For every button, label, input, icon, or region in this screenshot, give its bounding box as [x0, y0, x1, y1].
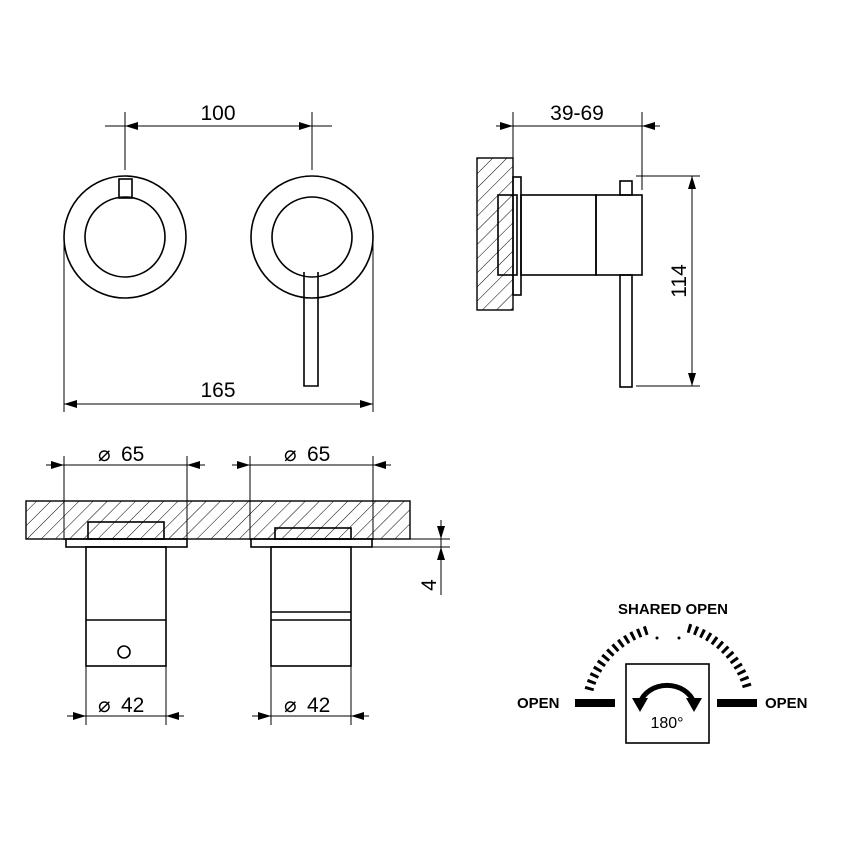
side-body [520, 194, 597, 276]
dim-side-depth: 39-69 [550, 102, 604, 125]
wall-plate [497, 194, 518, 276]
open-bar-right [717, 699, 757, 707]
arc-left [584, 625, 650, 692]
right-flange-section [250, 538, 373, 548]
section-view: ⌀ 65 ⌀ 65 4 ⌀ 42 ⌀ 42 [25, 443, 450, 725]
side-stem [619, 180, 633, 196]
wall-section [476, 157, 514, 311]
rotation-box [625, 663, 710, 744]
left-knob-indicator [118, 178, 133, 199]
arc-right [686, 623, 753, 692]
left-knob-outline [84, 196, 166, 278]
dim-flange-left: 65 [121, 443, 144, 466]
dim-body-left: 42 [121, 694, 144, 717]
label-shared-open: SHARED OPEN [618, 601, 728, 618]
left-flange-section [65, 538, 188, 548]
dim-flange-right-symbol: ⌀ [284, 443, 297, 466]
dim-body-right: 42 [307, 694, 330, 717]
left-flange-outline [63, 175, 187, 299]
lever-handle [303, 272, 319, 387]
side-view: 39-69 114 [476, 102, 700, 388]
right-body-section [270, 546, 352, 667]
dim-side-height: 114 [668, 264, 691, 298]
left-body-section [85, 546, 167, 667]
dim-flange-left-symbol: ⌀ [98, 443, 111, 466]
front-view: 100 165 [63, 102, 374, 412]
rotation-diagram: SHARED OPEN OPEN OPEN 180° [517, 601, 808, 744]
open-bar-left [575, 699, 615, 707]
label-open-left: OPEN [517, 695, 560, 712]
dim-flange-thickness: 4 [418, 579, 441, 591]
dim-flange-right: 65 [307, 443, 330, 466]
dim-body-right-symbol: ⌀ [284, 694, 297, 717]
dim-front-spacing: 100 [200, 102, 235, 125]
dim-front-width: 165 [200, 379, 235, 402]
right-knob-outline [271, 196, 353, 278]
right-flange-outline [250, 175, 374, 299]
side-lever [619, 274, 633, 388]
rotation-arrow-icon [632, 682, 702, 712]
dim-body-left-symbol: ⌀ [98, 694, 111, 717]
side-cap [595, 194, 643, 276]
label-angle: 180° [650, 715, 683, 732]
wall-section-top [25, 500, 411, 540]
left-body-hole [117, 645, 131, 659]
label-open-right: OPEN [765, 695, 808, 712]
